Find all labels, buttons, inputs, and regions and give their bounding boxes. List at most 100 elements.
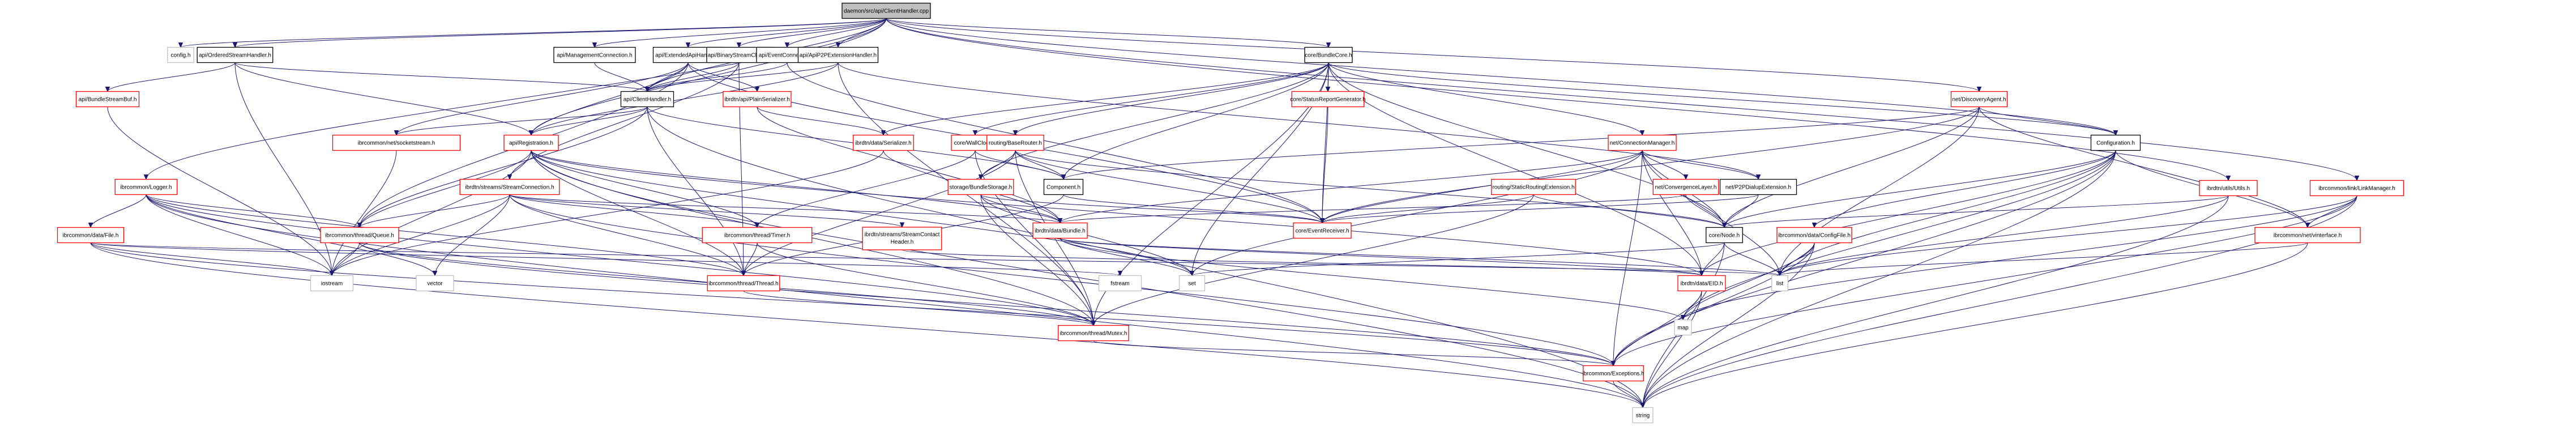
arrowhead-icon xyxy=(754,223,760,228)
node-timer[interactable]: ibrcommon/thread/Timer.h xyxy=(702,227,813,244)
node-box xyxy=(841,2,931,19)
node-box xyxy=(503,134,559,151)
edge-line xyxy=(531,18,887,135)
node-serializer[interactable]: ibrdtn/data/Serializer.h xyxy=(853,134,914,151)
node-bundlecore[interactable]: core/BundleCore.h xyxy=(1304,46,1353,63)
node-bundle[interactable]: ibrdtn/data/Bundle.h xyxy=(1032,222,1088,239)
node-mutex[interactable]: ibrcommon/thread/Mutex.h xyxy=(1058,325,1129,342)
node-eid[interactable]: ibrdtn/data/EID.h xyxy=(1677,275,1726,292)
edge-line xyxy=(1979,107,2116,135)
edge-discovery-to-eventrecv xyxy=(1319,107,1980,224)
arrowhead-icon xyxy=(736,42,742,48)
edge-registration-to-string xyxy=(531,150,1646,408)
arrowhead-icon xyxy=(899,222,905,228)
node-p2pdialup[interactable]: net/P2PDialupExtension.h xyxy=(1719,178,1797,195)
node-box xyxy=(1771,275,1788,292)
edge-line xyxy=(1682,150,2116,320)
node-vector: vector xyxy=(416,275,454,292)
edge-line xyxy=(509,194,758,228)
edge-line xyxy=(1701,150,2116,276)
edge-line xyxy=(975,150,1064,180)
node-connmgr[interactable]: net/ConnectionManager.h xyxy=(1608,134,1677,151)
node-socketstream[interactable]: ibrcommon/net/socketstream.h xyxy=(332,134,461,151)
arrowhead-icon xyxy=(1680,315,1686,321)
node-discovery[interactable]: net/DiscoveryAgent.h xyxy=(1950,91,2008,108)
node-eventrecv[interactable]: core/EventReceiver.h xyxy=(1293,222,1352,239)
arrowhead-icon xyxy=(1639,130,1645,136)
node-label: api/ClientHandler.h xyxy=(623,97,672,103)
node-box xyxy=(320,227,399,244)
node-streamconn[interactable]: ibrdtn/streams/StreamConnection.h xyxy=(459,178,560,195)
node-linkmgr[interactable]: ibrcommon/link/LinkManager.h xyxy=(2309,180,2404,197)
edge-line xyxy=(1724,107,1980,228)
edge-streamconn-to-vector xyxy=(432,194,510,276)
node-bsbuf[interactable]: api/BundleStreamBuf.h xyxy=(75,91,140,108)
edge-line xyxy=(1613,150,2116,366)
node-registration[interactable]: api/Registration.h xyxy=(503,134,559,151)
edge-line xyxy=(1191,62,1329,276)
edge-line xyxy=(90,242,332,276)
edge-file-to-string xyxy=(90,242,1646,408)
node-utils[interactable]: ibrdtn/utils/Utils.h xyxy=(2199,180,2258,197)
node-label: net/ConvergenceLayer.h xyxy=(1655,185,1717,191)
edge-root-to-logger xyxy=(143,18,887,180)
edge-line xyxy=(234,18,887,48)
node-box xyxy=(167,46,194,63)
edge-vinterface-to-list xyxy=(1777,242,2308,276)
arrowhead-icon xyxy=(105,87,110,92)
node-label: Header.h xyxy=(891,239,914,245)
node-label: ibrdtn/utils/Utils.h xyxy=(2207,186,2250,192)
edge-line xyxy=(743,291,1094,326)
node-ordered[interactable]: api/OrderedStreamHandler.h xyxy=(196,46,274,63)
node-label: core/StatusReportGenerator.h xyxy=(1290,97,1365,103)
edge-line xyxy=(980,194,1323,223)
node-exceptions[interactable]: ibrcommon/Exceptions.h xyxy=(1582,365,1644,382)
node-component[interactable]: Component.h xyxy=(1043,178,1084,195)
edge-line xyxy=(1979,107,2308,228)
node-convlayer[interactable]: net/ConvergenceLayer.h xyxy=(1652,178,1719,195)
node-label: map xyxy=(1677,325,1689,331)
edge-bundle-to-eid xyxy=(1060,238,1704,276)
node-root[interactable]: daemon/src/api/ClientHandler.cpp xyxy=(841,2,931,19)
node-plainser[interactable]: ibrdtn/api/PlainSerializer.h xyxy=(723,91,792,108)
edge-line xyxy=(359,107,648,228)
arrowhead-icon xyxy=(754,87,760,92)
edge-line xyxy=(1015,150,1064,180)
edge-line xyxy=(331,242,360,276)
node-box xyxy=(797,46,879,63)
edge-line xyxy=(1685,194,1725,228)
node-staticrouting[interactable]: routing/StaticRoutingExtension.h xyxy=(1491,178,1576,195)
node-queue[interactable]: ibrcommon/thread/Queue.h xyxy=(320,227,399,244)
node-bundlestorage[interactable]: storage/BundleStorage.h xyxy=(947,178,1014,195)
node-baserouter[interactable]: routing/BaseRouter.h xyxy=(986,134,1044,151)
edge-ordered-to-iostream xyxy=(234,62,335,276)
arrowhead-icon xyxy=(1326,42,1331,48)
node-vinterface[interactable]: ibrcommon/net/vinterface.h xyxy=(2254,227,2361,244)
edge-line xyxy=(647,107,1643,408)
node-node[interactable]: core/Node.h xyxy=(1706,227,1743,244)
edge-root-to-ordered xyxy=(232,18,887,48)
node-configuration[interactable]: Configuration.h xyxy=(2090,134,2141,151)
node-thread[interactable]: ibrcommon/thread/Thread.h xyxy=(707,275,780,292)
node-configfile[interactable]: ibrcommon/data/ConfigFile.h xyxy=(1776,227,1852,244)
node-clienth[interactable]: api/ClientHandler.h xyxy=(620,91,674,108)
node-box xyxy=(1032,222,1088,239)
edge-p2pdialup-to-eventrecv xyxy=(1319,194,1759,224)
node-map: map xyxy=(1674,319,1692,336)
edge-line xyxy=(234,62,532,135)
node-label: ibrcommon/thread/Mutex.h xyxy=(1060,331,1127,337)
node-statusrep[interactable]: core/StatusReportGenerator.h xyxy=(1290,91,1366,108)
edge-root-to-binclient xyxy=(736,18,887,48)
node-label: api/ExtendedApiHandler.h xyxy=(655,53,721,59)
node-logger[interactable]: ibrcommon/Logger.h xyxy=(114,178,178,195)
node-mgmt[interactable]: api/ManagementConnection.h xyxy=(553,46,636,63)
edge-line xyxy=(1191,150,1643,276)
node-file[interactable]: ibrcommon/data/File.h xyxy=(57,227,125,244)
edge-root-to-config xyxy=(178,18,887,48)
node-label: ibrcommon/Exceptions.h xyxy=(1582,371,1644,377)
edge-connmgr-to-list xyxy=(1642,150,1783,276)
node-box xyxy=(1491,178,1576,195)
node-p2pext[interactable]: api/ApiP2PExtensionHandler.h xyxy=(797,46,879,63)
node-box xyxy=(986,134,1044,151)
